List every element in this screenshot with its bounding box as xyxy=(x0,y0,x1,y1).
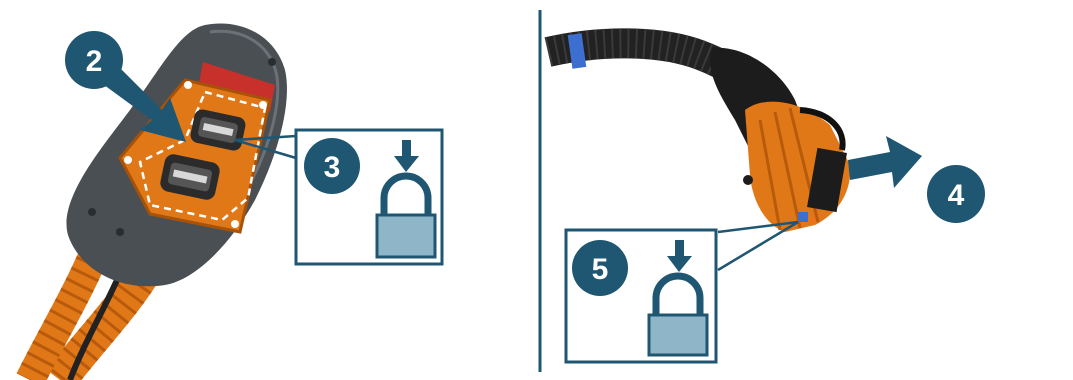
step-3-number: 3 xyxy=(324,151,341,184)
hv-plug xyxy=(743,102,850,232)
step-2-number: 2 xyxy=(86,45,103,78)
right-panel: 4 5 xyxy=(548,33,985,362)
step-5-number: 5 xyxy=(592,253,609,286)
step-2-badge: 2 xyxy=(65,31,123,89)
callout-line-5b xyxy=(718,222,798,270)
step-4-number: 4 xyxy=(948,179,965,212)
step-4-badge: 4 xyxy=(927,165,985,223)
callout-box-lock-5: 5 xyxy=(566,230,716,362)
pull-arrow xyxy=(848,136,922,188)
callout-box-lock-3: 3 xyxy=(296,130,442,264)
left-panel: 2 3 xyxy=(30,23,442,380)
